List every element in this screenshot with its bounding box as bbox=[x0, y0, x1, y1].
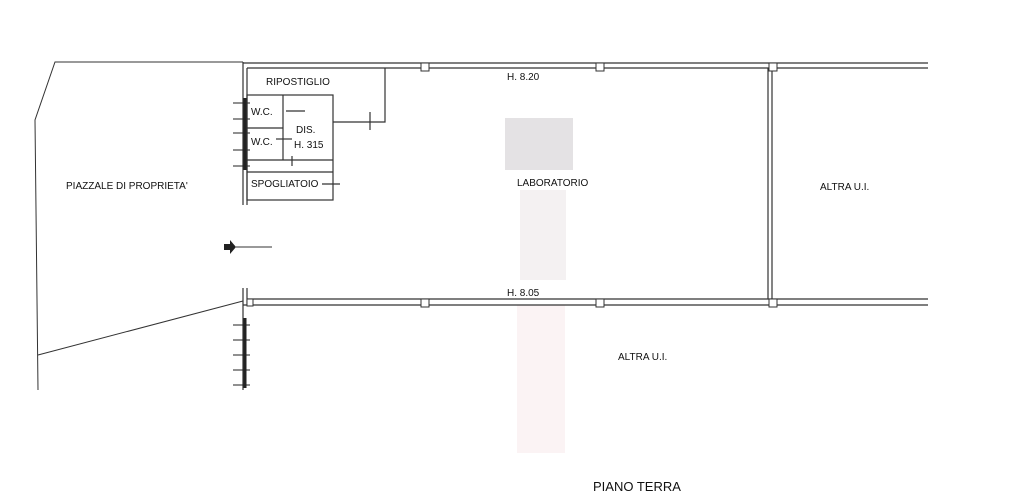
outer-walls bbox=[242, 62, 928, 390]
entrance-arrow-icon bbox=[224, 240, 272, 254]
room-label-ripostiglio: RIPOSTIGLIO bbox=[266, 77, 330, 88]
room-label-piazzale: PIAZZALE DI PROPRIETA' bbox=[66, 181, 188, 192]
room-label-wc: W.C. bbox=[251, 107, 273, 118]
blurred-region bbox=[517, 305, 565, 453]
room-label-altra-ui: ALTRA U.I. bbox=[618, 352, 667, 363]
room-label-dis: DIS. bbox=[296, 125, 315, 136]
columns bbox=[246, 62, 778, 308]
interior-walls bbox=[246, 68, 386, 201]
piazzale-boundary bbox=[34, 61, 244, 391]
blurred-region bbox=[520, 190, 566, 280]
plan-title: PIANO TERRA bbox=[593, 479, 681, 494]
height-label-top: H. 8.20 bbox=[507, 72, 540, 83]
room-label-wc: W.C. bbox=[251, 137, 273, 148]
room-height-dis: H. 315 bbox=[294, 140, 324, 151]
room-label-spogliatoio: SPOGLIATOIO bbox=[251, 179, 319, 190]
room-label-laboratorio: LABORATORIO bbox=[517, 178, 589, 189]
blurred-region bbox=[505, 118, 573, 170]
height-label-bottom: H. 8.05 bbox=[507, 288, 540, 299]
room-label-altra-ui: ALTRA U.I. bbox=[820, 182, 869, 193]
